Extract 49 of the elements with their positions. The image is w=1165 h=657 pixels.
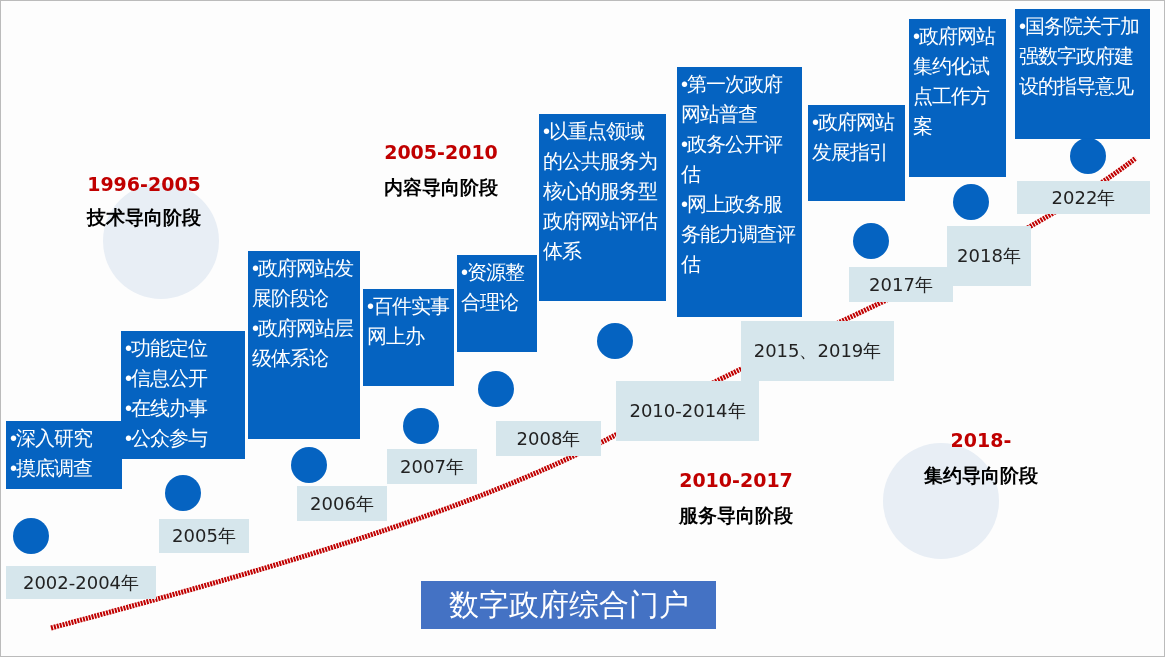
year-label: 2006年 (297, 486, 387, 521)
bullet-item: •公众参与 (125, 426, 208, 451)
year-label: 2007年 (387, 449, 477, 484)
year-label: 2022年 (1017, 181, 1150, 214)
timeline-dot (1070, 138, 1106, 174)
period-label: 2018- (950, 429, 1012, 451)
bullet-item: •政府网站发展阶段论 (252, 256, 354, 311)
text-box (6, 421, 122, 489)
text-box: •资源整合理论 (457, 255, 537, 352)
bullet-item: •政府网站层级体系论 (252, 316, 354, 371)
bullet-item: •摸底调查 (10, 456, 93, 481)
bullet-item: •在线办事 (125, 396, 208, 421)
year-label: 2015、2019年 (741, 321, 894, 381)
timeline-dot (853, 223, 889, 259)
text-box: •以重点领域的公共服务为核心的服务型政府网站评估体系 (539, 114, 666, 301)
timeline-dot (403, 408, 439, 444)
bullet-item: •政务公开评估 (681, 132, 783, 187)
year-label: 2017年 (849, 267, 953, 302)
text-box (121, 331, 245, 459)
text-box: •百件实事网上办 (363, 289, 454, 386)
timeline-dot (165, 475, 201, 511)
year-label: 2010-2014年 (616, 381, 759, 441)
timeline-dot (478, 371, 514, 407)
title-banner: 数字政府综合门户 (421, 581, 716, 629)
period-label: 1996-2005 (87, 173, 201, 195)
timeline-dot (953, 184, 989, 220)
year-label: 2002-2004年 (6, 566, 156, 599)
year-label: 2008年 (496, 421, 601, 456)
stage-label: 集约导向阶段 (924, 463, 1038, 488)
year-label: 2005年 (159, 519, 249, 553)
text-box: •政府网站发展指引 (808, 105, 905, 201)
text-box: •政府网站集约化试点工作方案 (909, 19, 1006, 177)
bullet-item: •网上政务服务能力调查评估 (681, 192, 796, 277)
stage-label: 内容导向阶段 (384, 175, 498, 200)
text-box (677, 67, 802, 317)
timeline-dot (291, 447, 327, 483)
stage-label: 服务导向阶段 (679, 503, 793, 528)
year-label: 2018年 (947, 226, 1031, 286)
period-label: 2005-2010 (384, 141, 498, 163)
bullet-item: •深入研究 (10, 426, 93, 451)
bullet-item: •功能定位 (125, 336, 209, 361)
timeline-dot (597, 323, 633, 359)
bullet-item: •第一次政府网站普查 (681, 72, 783, 127)
period-label: 2010-2017 (679, 469, 793, 491)
text-box (248, 251, 360, 439)
text-box: •国务院关于加强数字政府建设的指导意见 (1015, 9, 1150, 139)
stage-label: 技术导向阶段 (87, 205, 201, 230)
bullet-item: •信息公开 (125, 366, 209, 391)
timeline-dot (13, 518, 49, 554)
